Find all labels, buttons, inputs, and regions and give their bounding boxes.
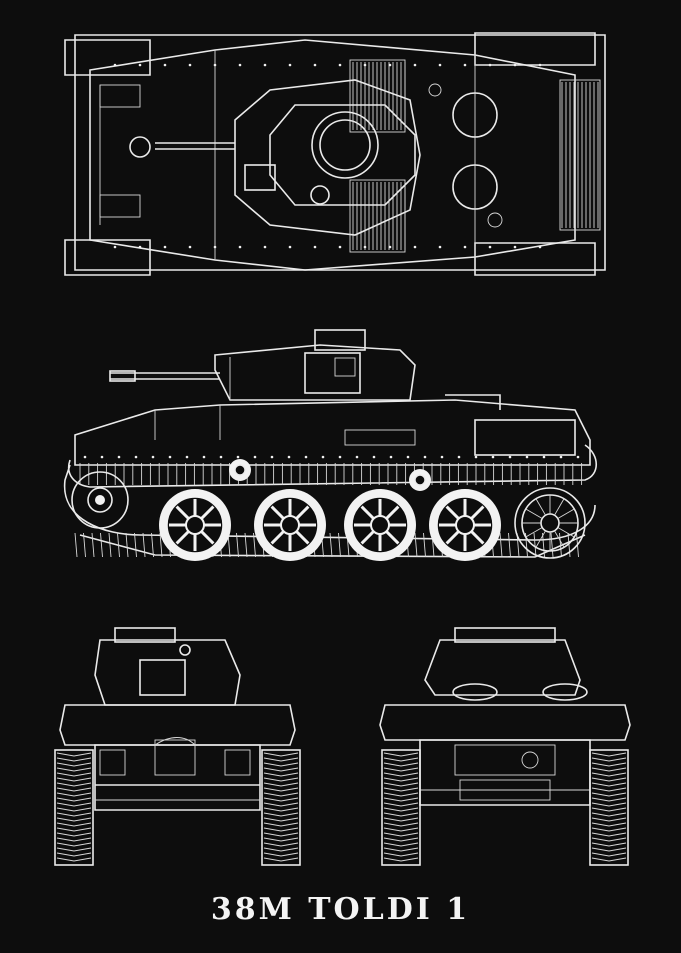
side-view-drawing [55, 325, 620, 570]
top-view-drawing [55, 25, 620, 290]
front-view-drawing [45, 620, 310, 870]
poster-title: 38M TOLDI 1 [210, 892, 471, 927]
rear-view-drawing [370, 620, 640, 870]
